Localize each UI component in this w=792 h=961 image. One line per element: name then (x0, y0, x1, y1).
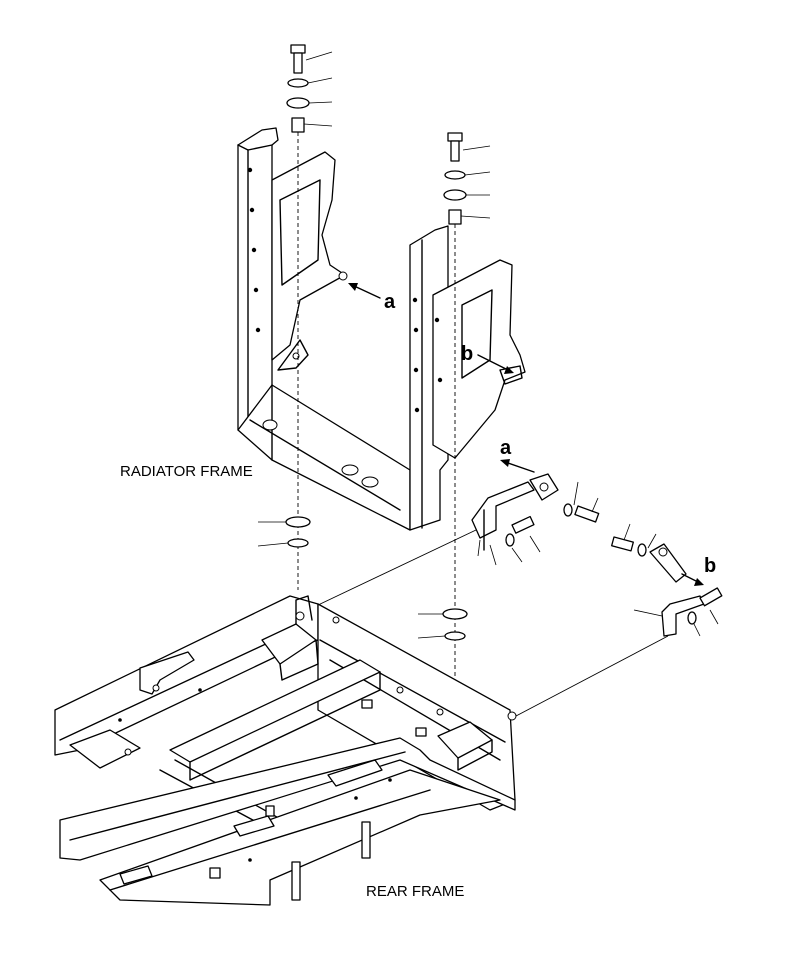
rear-frame-label: REAR FRAME (366, 883, 464, 900)
stay-bracket-b (611, 523, 723, 637)
callout-b-lower-label: b (704, 555, 716, 577)
right-mount-hardware (417, 132, 491, 735)
stay-bracket-a (471, 473, 600, 566)
left-mount-hardware (257, 44, 333, 590)
callout-a-lower-label: a (500, 437, 512, 459)
rear-frame (54, 595, 517, 906)
assembly-line-right (515, 635, 669, 717)
callout-b-lower: b (681, 555, 716, 586)
callout-a-lower: a (500, 437, 535, 473)
callout-b-upper: b (461, 343, 514, 374)
radiator-frame-label: RADIATOR FRAME (120, 463, 253, 480)
callout-a-upper: a (348, 283, 396, 313)
callout-b-upper-label: b (461, 343, 473, 365)
callout-a-upper-label: a (384, 291, 396, 313)
radiator-frame (237, 127, 526, 531)
assembly-line-left (315, 529, 477, 607)
